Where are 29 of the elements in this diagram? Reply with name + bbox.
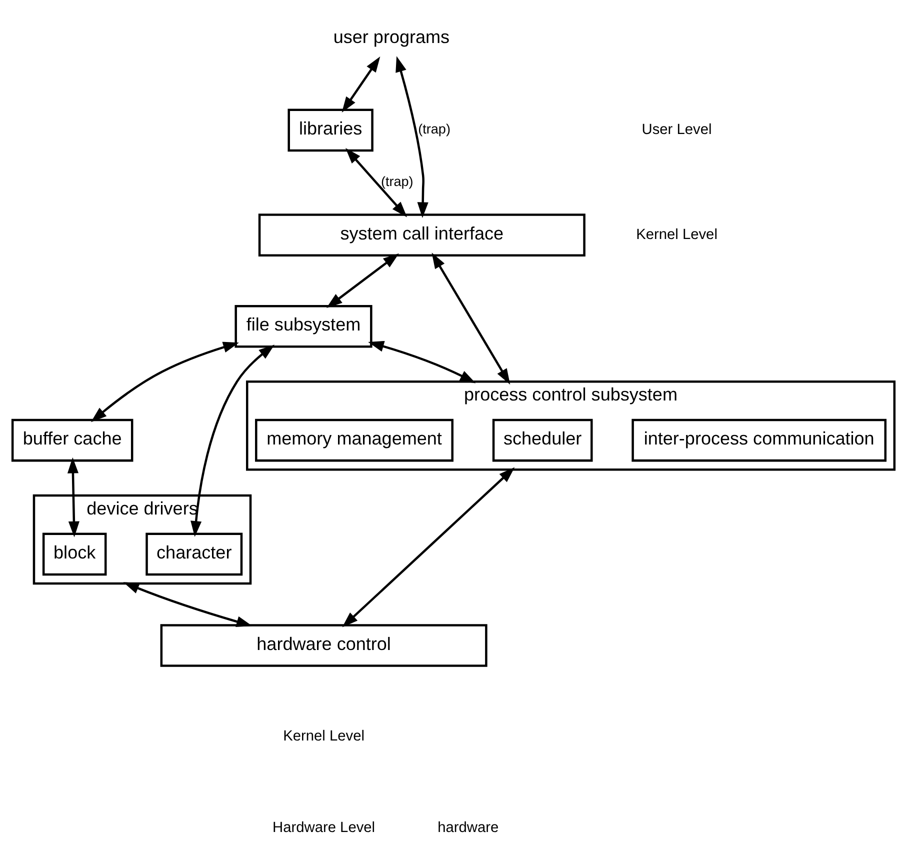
arrow (67, 456, 80, 537)
node-box: buffer cache (11, 418, 134, 462)
label: hardware (438, 820, 499, 836)
node-text: user programs (333, 26, 450, 47)
arrow (123, 582, 252, 626)
node-box: hardware control (160, 624, 488, 666)
node-box: inter-process communication (632, 418, 887, 462)
node-box: system call interface (258, 213, 586, 256)
arrow (342, 56, 380, 112)
label: Kernel Level (636, 226, 718, 242)
label: User Level (642, 121, 712, 138)
arrow (90, 341, 239, 422)
edge-label: (trap) (380, 174, 414, 189)
arrow (326, 252, 399, 308)
arrow (342, 466, 515, 627)
node-box: memory management (255, 418, 454, 462)
arrow (345, 148, 408, 217)
label: Hardware Level (272, 820, 376, 836)
edge-label: (trap) (418, 121, 450, 136)
arrow (432, 252, 510, 384)
label: Kernel Level (283, 728, 364, 744)
node-box: file subsystem (234, 304, 372, 348)
node-box: character (146, 532, 243, 576)
arrow (368, 340, 476, 383)
node-box: scheduler (492, 418, 593, 462)
arrow (396, 56, 428, 218)
node-box: block (42, 532, 107, 576)
arrow (190, 344, 275, 536)
node-box: libraries (288, 108, 374, 152)
